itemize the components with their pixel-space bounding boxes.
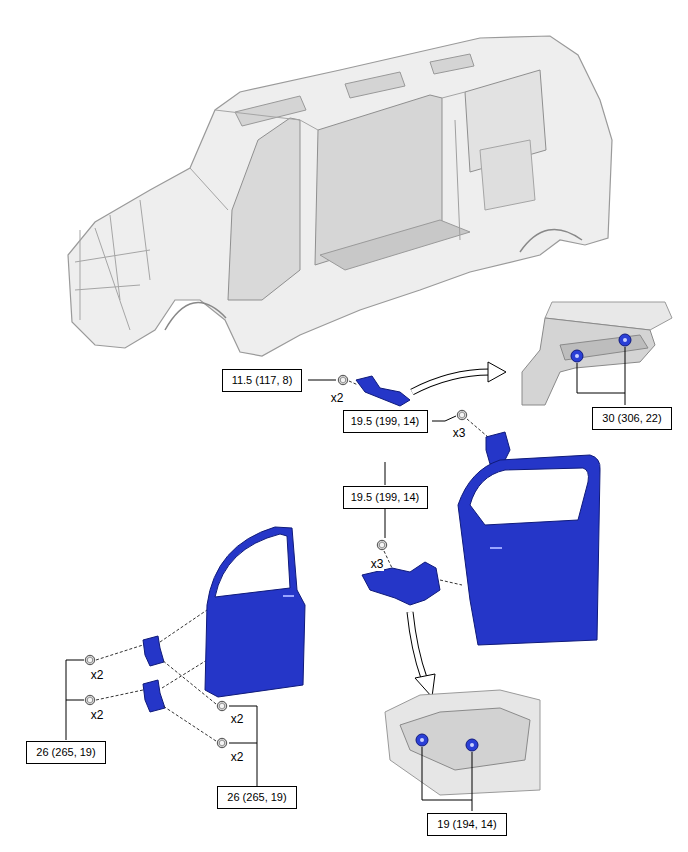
drawing-part — [215, 534, 290, 597]
drawing-part — [410, 612, 424, 678]
torque-value: 26 (265, 19) — [225, 791, 289, 804]
drawing-part — [165, 303, 226, 330]
drawing-part — [488, 362, 506, 382]
torque-value: 19 (194, 14) — [435, 818, 499, 831]
drawing-part — [229, 706, 257, 786]
rear-door — [458, 455, 600, 645]
drawing-part — [457, 410, 466, 419]
drawing-part — [480, 140, 535, 210]
torque-value: 30 (306, 22) — [600, 412, 664, 425]
drawing-part — [338, 375, 347, 384]
detail-inset — [522, 302, 672, 405]
drawing-part — [455, 120, 460, 240]
torque-box: 19.5 (199, 14) — [343, 410, 428, 433]
drawing-part — [190, 92, 465, 210]
quantity-label: x2 — [330, 392, 345, 405]
drawing-part — [432, 416, 456, 421]
detail-inset — [385, 690, 540, 811]
drawing-part — [466, 739, 478, 751]
quantity-label: x2 — [90, 669, 105, 682]
torque-value: 19.5 (199, 14) — [351, 491, 420, 504]
torque-value: 19.5 (199, 14) — [351, 415, 420, 428]
drawing-part — [415, 674, 435, 697]
drawing-part — [143, 680, 165, 712]
drawing-part — [308, 380, 336, 381]
drawing-part — [385, 509, 386, 538]
drawing-part — [416, 734, 428, 746]
drawing-part — [410, 612, 424, 678]
drawing-part — [619, 334, 631, 346]
body-shell — [68, 36, 612, 356]
drawing-part — [345, 72, 405, 98]
quantity-label: x2 — [230, 713, 245, 726]
drawing-part — [143, 636, 164, 666]
drawing-part — [571, 350, 583, 362]
drawing-part — [160, 610, 207, 688]
drawing-part — [412, 372, 490, 392]
drawing-part — [85, 655, 94, 664]
drawing-part — [283, 595, 294, 597]
drawing-part — [217, 738, 226, 747]
drawing-part — [467, 419, 488, 437]
torque-box: 26 (265, 19) — [26, 741, 106, 764]
drawing-part — [522, 318, 655, 405]
drawing-part — [68, 36, 612, 356]
drawing-part — [430, 54, 474, 74]
drawing-part — [228, 118, 300, 300]
drawing-part — [490, 547, 502, 549]
drawing-part — [205, 527, 305, 697]
torque-box: 30 (306, 22) — [592, 407, 672, 430]
drawing-part — [377, 540, 386, 549]
drawing-part — [422, 747, 472, 811]
drawing-part — [458, 455, 600, 645]
drawing-part — [577, 347, 625, 405]
drawing-part — [385, 690, 540, 795]
quantity-label: x2 — [230, 751, 245, 764]
torque-box: 19.5 (199, 14) — [343, 486, 428, 509]
drawing-part — [384, 551, 392, 568]
drawing-part — [400, 708, 530, 770]
drawing-part — [85, 695, 94, 704]
drawing-part — [356, 376, 410, 406]
torque-box: 26 (265, 19) — [217, 786, 297, 809]
drawing-part — [320, 220, 470, 270]
quantity-label: x2 — [90, 709, 105, 722]
drawing-part — [440, 580, 462, 585]
torque-value: 11.5 (117, 8) — [230, 374, 294, 387]
front-door — [205, 527, 305, 697]
drawing-part — [520, 229, 582, 252]
quantity-label: x3 — [452, 427, 467, 440]
drawing-part — [385, 462, 386, 485]
torque-box: 11.5 (117, 8) — [222, 369, 302, 392]
torque-box: 19 (194, 14) — [427, 813, 507, 836]
drawing-part — [66, 660, 84, 740]
drawing-part — [470, 468, 588, 525]
drawing-part — [217, 701, 226, 710]
torque-value: 26 (265, 19) — [34, 746, 98, 759]
drawing-part — [75, 200, 150, 330]
leader-line — [66, 380, 456, 786]
drawing-part — [235, 96, 306, 126]
quantity-label: x3 — [370, 558, 385, 571]
drawing-part — [412, 372, 490, 392]
